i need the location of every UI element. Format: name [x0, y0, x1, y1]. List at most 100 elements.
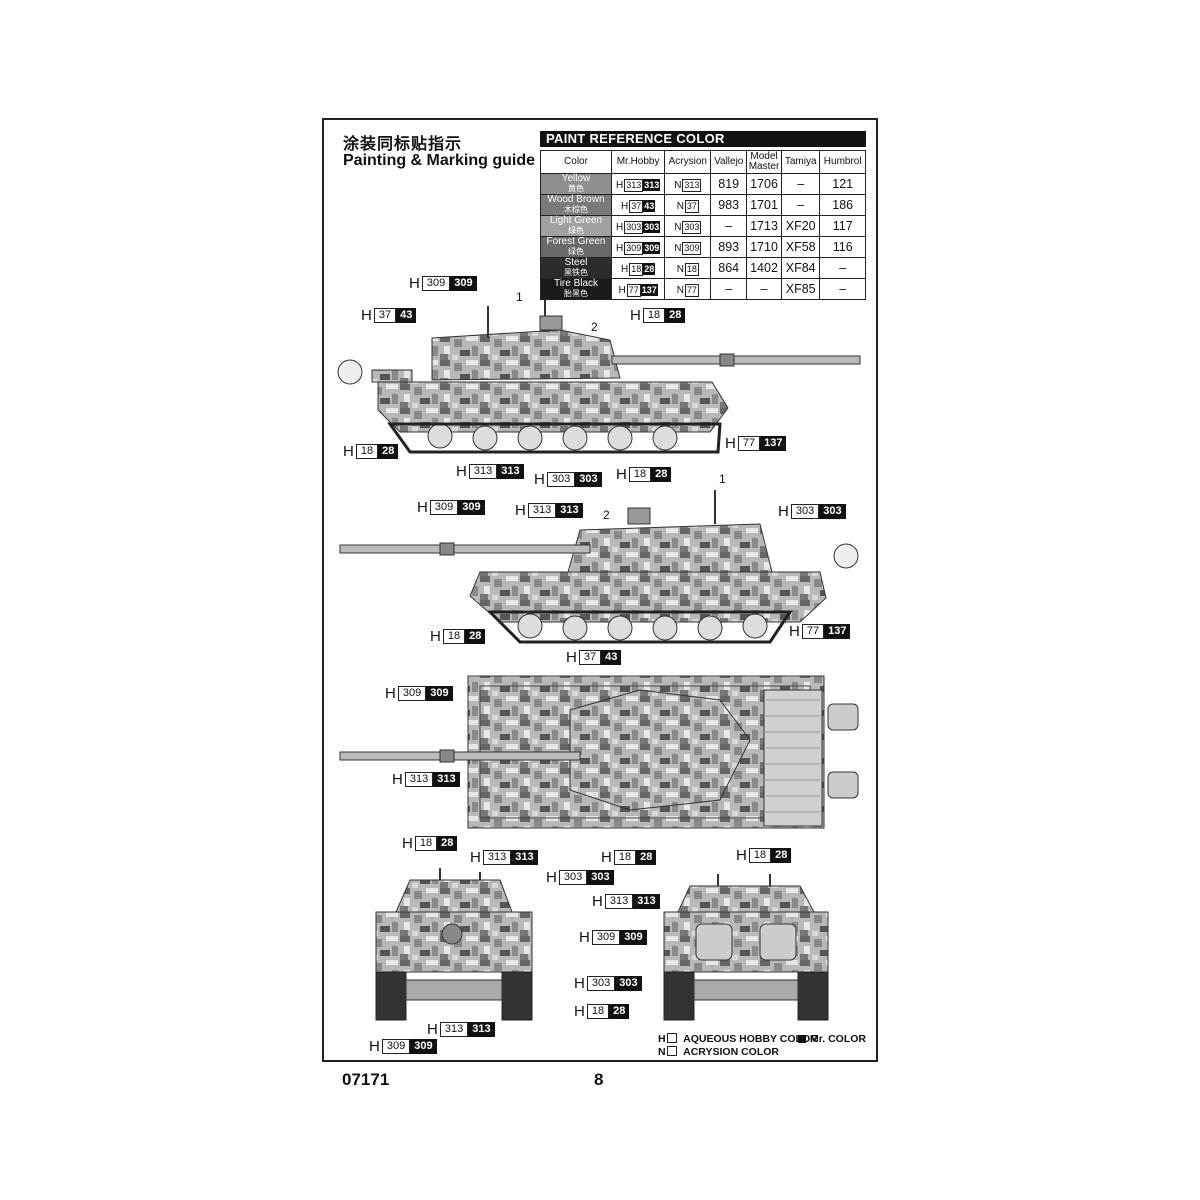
callout-black-code: 309: [620, 929, 647, 945]
model-master-code: 1402: [746, 257, 782, 279]
callout-black-code: 137: [824, 623, 851, 639]
callout-black-code: 28: [609, 1003, 630, 1019]
callout-h: H: [515, 501, 526, 519]
callout-h: H: [417, 498, 428, 516]
n-prefix: N: [676, 263, 684, 275]
callout-black-code: 28: [437, 835, 458, 851]
callout-h: H: [534, 470, 545, 488]
callout-white-code: 37: [373, 307, 397, 323]
h-black-code: 303: [643, 221, 661, 233]
callout-black-code: 137: [760, 435, 787, 451]
legend-n-letter: N: [658, 1046, 666, 1058]
callout-white-code: 18: [414, 835, 438, 851]
legend-mr-label: Mr. COLOR: [810, 1033, 867, 1045]
callout-white-code: 313: [439, 1021, 469, 1037]
color-name-cn: 黑铁色: [564, 268, 588, 277]
h-prefix: H: [618, 284, 626, 296]
callout-black-code: 309: [458, 499, 485, 515]
callout-white-code: 18: [748, 847, 772, 863]
callout-black-code: 28: [665, 307, 686, 323]
h-white-code: 77: [626, 283, 641, 297]
h-black-code: 137: [640, 284, 658, 296]
callout-black-code: 313: [468, 1021, 495, 1037]
callout-black-code: 313: [497, 463, 524, 479]
callout-h: H: [427, 1020, 438, 1038]
callout-white-code: 18: [642, 307, 666, 323]
h-white-code: 313: [624, 178, 644, 192]
callout-white-code: 309: [429, 499, 459, 515]
h-black-code: 28: [643, 263, 656, 275]
tamiya-code: XF84: [780, 257, 821, 279]
tamiya-code: XF85: [780, 278, 821, 300]
tank-top-view: [339, 675, 859, 829]
callout-black-code: 303: [615, 975, 642, 991]
callout-white-code: 18: [613, 849, 637, 865]
callout-black-code: 309: [410, 1038, 437, 1054]
legend-aqueous: H AQUEOUS HOBBY COLOR: [658, 1033, 818, 1045]
outlined-box-icon: [666, 1033, 677, 1043]
callout-black-code: 28: [636, 849, 657, 865]
humbrol-code: 116: [819, 236, 866, 258]
callout-h: H: [470, 848, 481, 866]
tank-side-view-right: [337, 300, 861, 454]
legend-acrysion: N ACRYSION COLOR: [658, 1046, 779, 1058]
title-chinese: 涂装同标贴指示: [343, 134, 463, 153]
color-name-cn: 黄色: [568, 184, 584, 193]
callout-h: H: [369, 1037, 380, 1055]
h-black-code: 43: [643, 200, 656, 212]
h-prefix: H: [615, 179, 624, 191]
callout-h: H: [361, 306, 372, 324]
n-prefix: N: [676, 200, 684, 212]
paint-table-title: PAINT REFERENCE COLOR: [540, 131, 866, 147]
callout-h: H: [430, 627, 441, 645]
tank-front-view: [375, 868, 533, 1021]
legend-h-letter: H: [658, 1033, 666, 1045]
callout-h: H: [736, 846, 747, 864]
callout-black-code: 28: [771, 847, 792, 863]
callout-h: H: [574, 1002, 585, 1020]
callout-h: H: [402, 834, 413, 852]
callout-white-code: 309: [397, 685, 427, 701]
color-swatch: Tire Black 胎黑色: [540, 278, 612, 300]
callout-black-code: 28: [465, 628, 486, 644]
tamiya-code: XF20: [780, 215, 821, 237]
callout-white-code: 309: [381, 1038, 411, 1054]
h-prefix: H: [615, 242, 624, 254]
paint-reference-table: PAINT REFERENCE COLOR Color Mr.Hobby Acr…: [540, 131, 866, 300]
humbrol-code: –: [819, 278, 866, 300]
callout-h: H: [574, 974, 585, 992]
model-master-code: 1710: [746, 236, 782, 258]
callout-white-code: 18: [355, 443, 379, 459]
marker-2-top: 2: [591, 320, 598, 334]
col-humbrol: Humbrol: [819, 150, 866, 174]
legend-aqueous-label: AQUEOUS HOBBY COLOR: [683, 1033, 818, 1045]
guide-frame: [322, 118, 878, 1062]
callout-h: H: [725, 434, 736, 452]
callout-black-code: 313: [433, 771, 460, 787]
color-name-en: Forest Green: [546, 236, 606, 247]
h-white-code: 18: [629, 262, 644, 276]
h-white-code: 37: [629, 199, 644, 213]
n-code: 303: [682, 220, 702, 234]
product-code: 07171: [342, 1070, 390, 1089]
callout-h: H: [778, 502, 789, 520]
n-code: 77: [684, 283, 699, 297]
